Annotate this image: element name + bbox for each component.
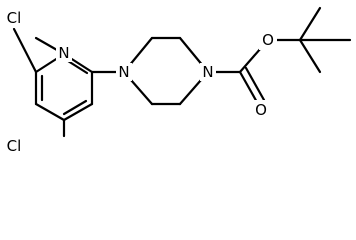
cl-top-bg	[2, 8, 26, 28]
n-pyridine-bg	[56, 44, 72, 62]
bond-tbu-down	[298, 38, 322, 74]
cl-bottom-bg	[2, 137, 26, 155]
cl-top-label: Cl	[7, 9, 22, 27]
cl-bottom-label: Cl	[7, 137, 22, 155]
bond-carbonyl-c-o-double-b	[244, 66, 266, 102]
bond-tbu-up	[298, 6, 322, 42]
bond-c6-cl-top	[12, 27, 38, 74]
n-piperazine-right-label: N	[202, 63, 213, 81]
molecule-structure: Cl N Cl N N O O	[2, 6, 352, 155]
n-piperazine-right-bg	[200, 63, 216, 81]
bond-c4-c5	[34, 102, 66, 122]
o-ester-bg	[259, 30, 277, 50]
n-pyridine-label: N	[58, 44, 69, 62]
n-piperazine-left-label: N	[118, 63, 129, 81]
o-carbonyl-label: O	[255, 101, 267, 119]
o-ester-label: O	[262, 31, 274, 49]
n-piperazine-left-bg	[116, 63, 132, 81]
bond-c3-c4-double	[62, 99, 88, 116]
bond-carbonyl-c-o-double-a	[238, 70, 260, 106]
bond-c3-c4	[62, 102, 94, 122]
bond-n1-c2-double	[66, 59, 89, 75]
o-carbonyl-bg	[252, 100, 270, 120]
